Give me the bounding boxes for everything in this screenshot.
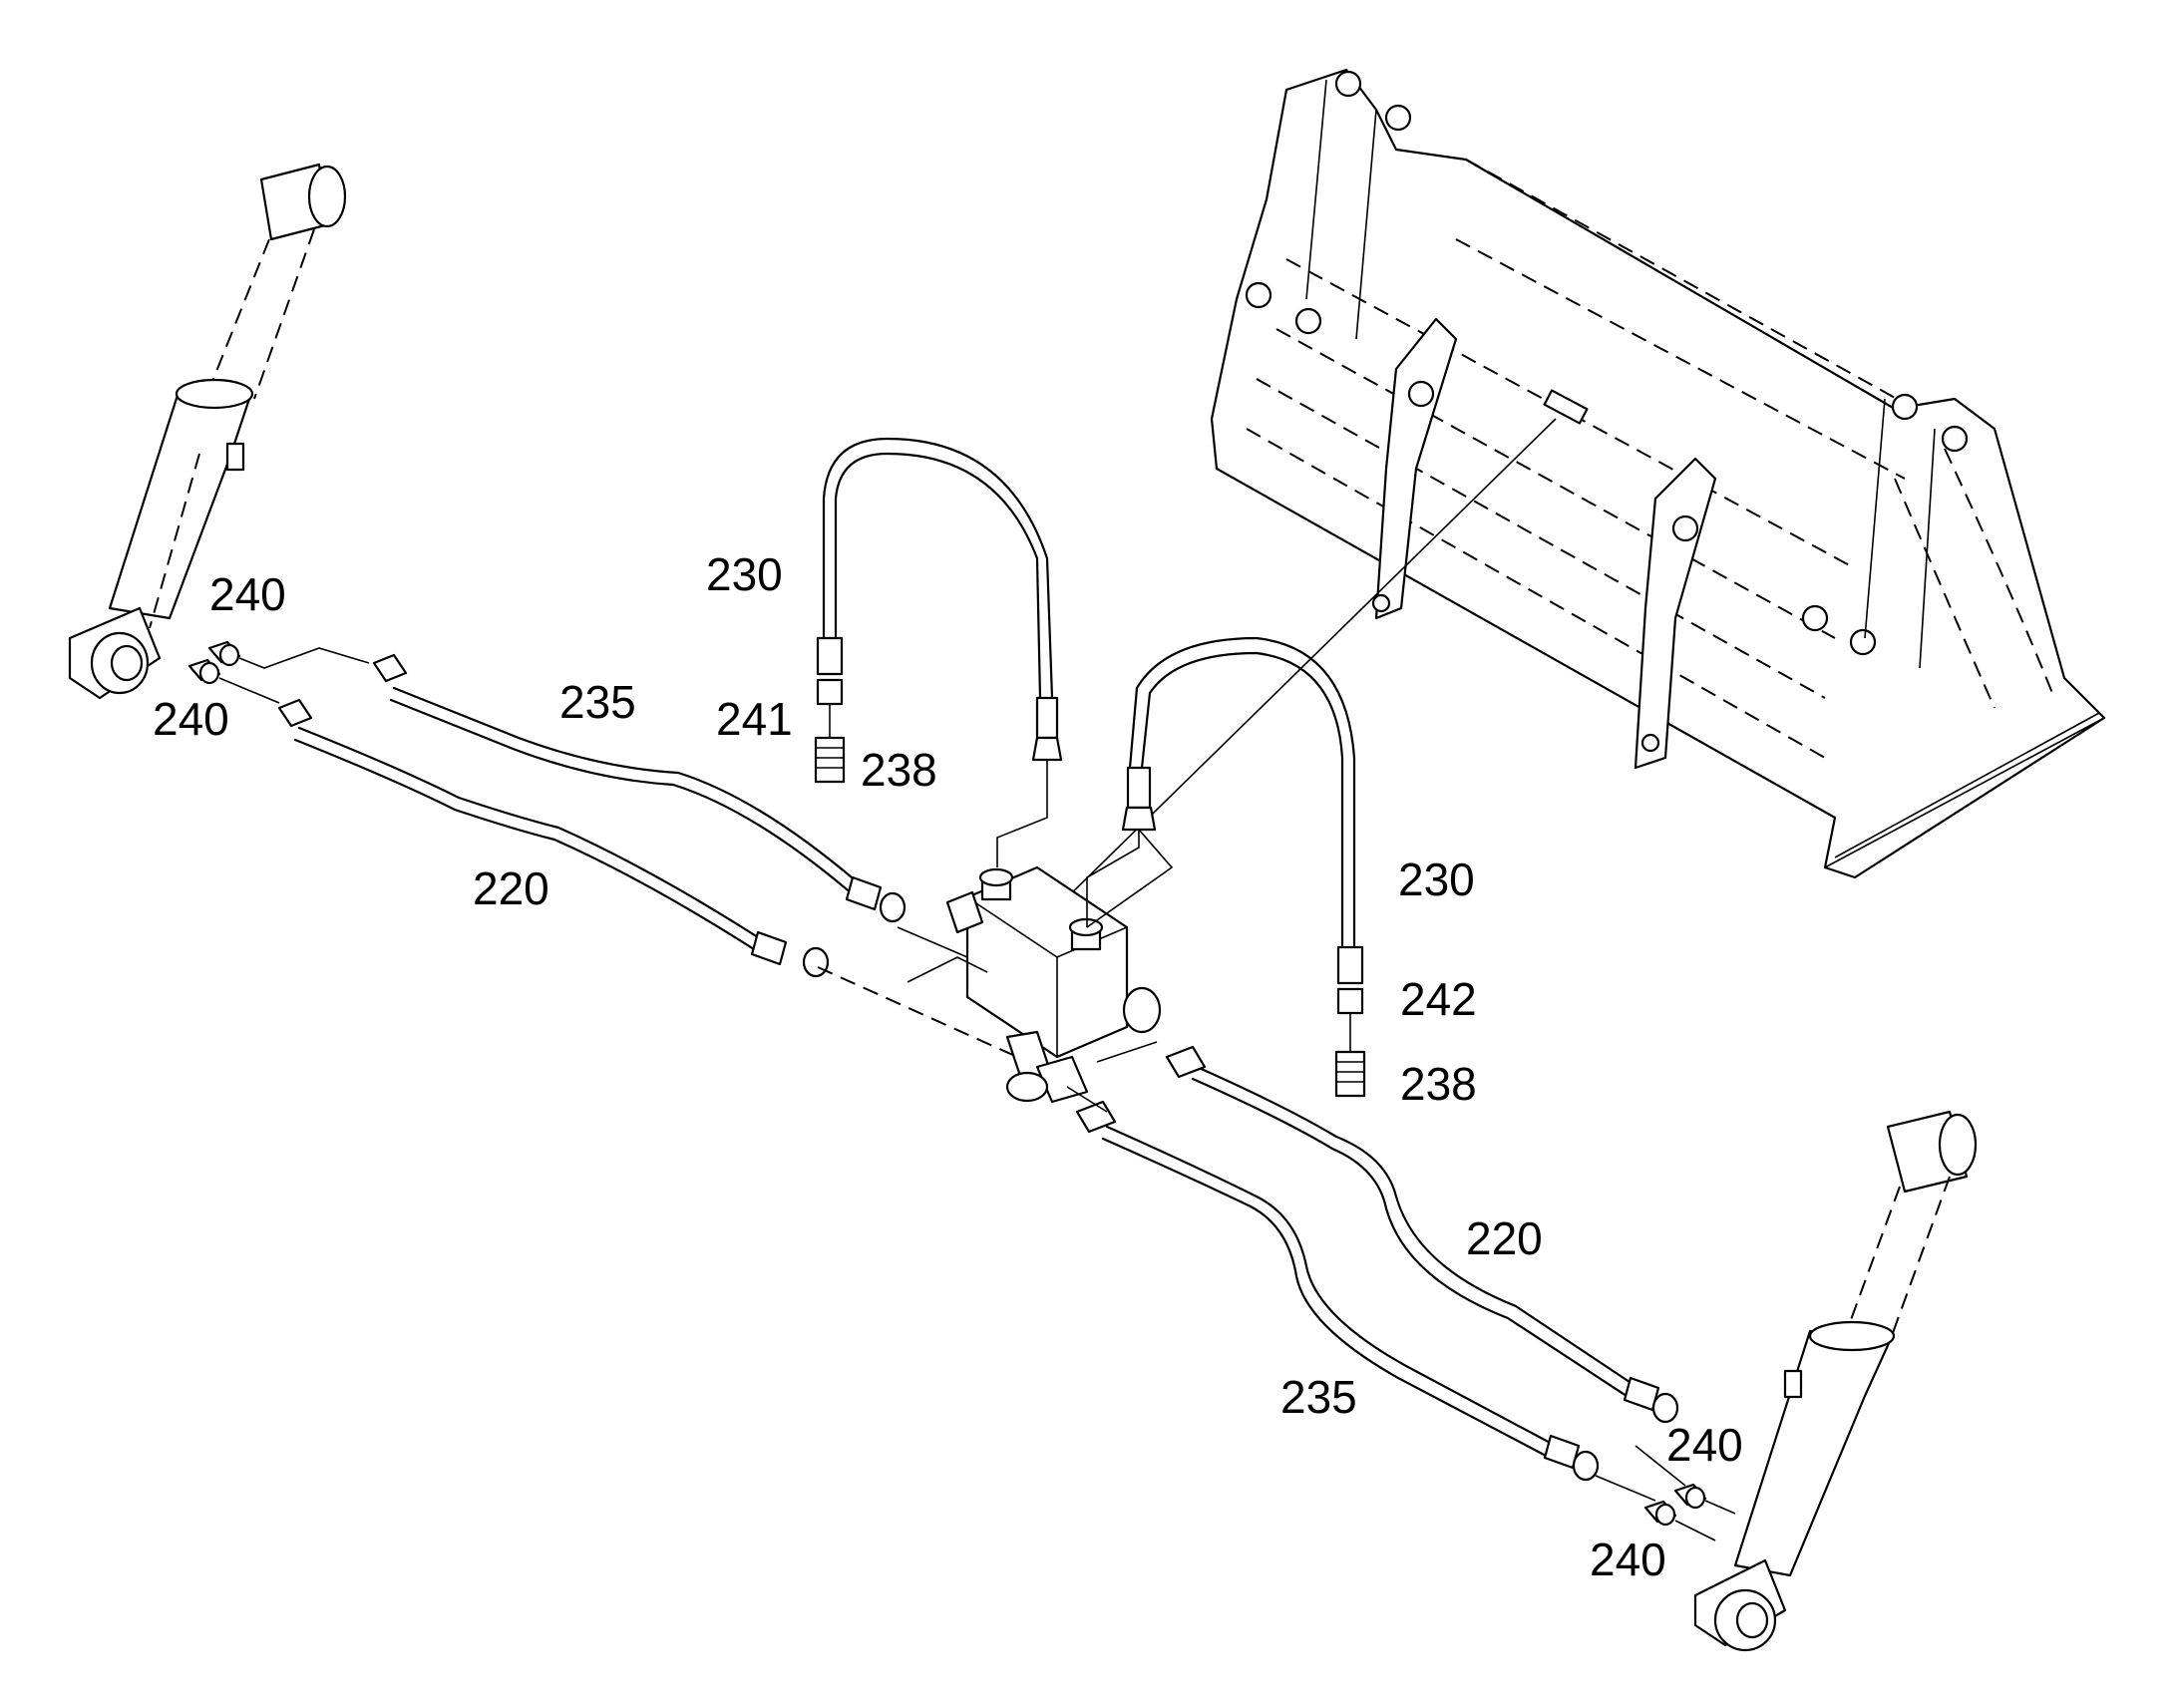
label-240-bottom-left: 240 — [153, 693, 229, 745]
left-cylinder — [68, 163, 347, 700]
right-cylinder — [1693, 1110, 1978, 1652]
label-241: 241 — [716, 693, 793, 745]
fitting-240-left-lower — [187, 658, 221, 685]
hose-220-left — [277, 698, 830, 978]
fitting-240-right-lower — [1643, 1500, 1677, 1527]
label-240-top-right: 240 — [1666, 1419, 1743, 1471]
fitting-240-left-upper — [207, 640, 241, 667]
fitting-240-right-upper — [1673, 1483, 1707, 1510]
hose-230-lower — [1086, 636, 1364, 985]
label-238-upper: 238 — [861, 744, 937, 796]
hose-220-right — [1165, 1045, 1679, 1424]
label-235-left: 235 — [559, 676, 636, 728]
label-220-right: 220 — [1466, 1212, 1543, 1264]
bucket — [1210, 68, 2106, 879]
coupler-238-upper — [814, 736, 846, 784]
label-240-bottom-right: 240 — [1590, 1534, 1666, 1585]
label-220-left: 220 — [473, 862, 549, 914]
hose-235-left — [372, 653, 907, 923]
fitting-242 — [1336, 987, 1364, 1015]
valve-block — [945, 865, 1162, 1104]
hose-230-upper — [816, 437, 1063, 867]
label-238-lower: 238 — [1400, 1058, 1477, 1110]
fitting-241 — [816, 678, 844, 706]
label-242: 242 — [1400, 973, 1477, 1025]
hose-235-right — [1075, 1100, 1600, 1482]
label-240-top-left: 240 — [209, 568, 286, 620]
label-230-upper: 230 — [706, 548, 783, 600]
label-235-right: 235 — [1280, 1371, 1357, 1423]
label-230-lower: 230 — [1398, 854, 1475, 905]
coupler-238-lower — [1334, 1050, 1366, 1098]
